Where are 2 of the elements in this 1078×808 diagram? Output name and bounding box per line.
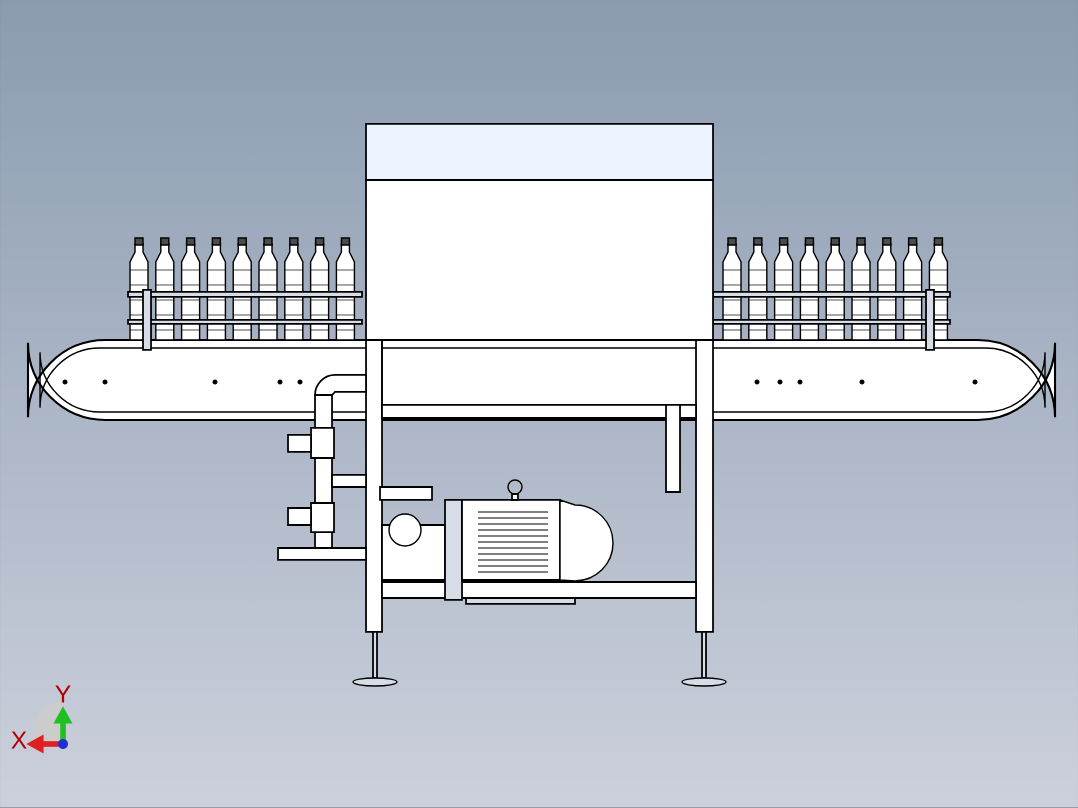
axis-label: X <box>11 731 27 749</box>
axis-label: Y <box>55 685 71 703</box>
